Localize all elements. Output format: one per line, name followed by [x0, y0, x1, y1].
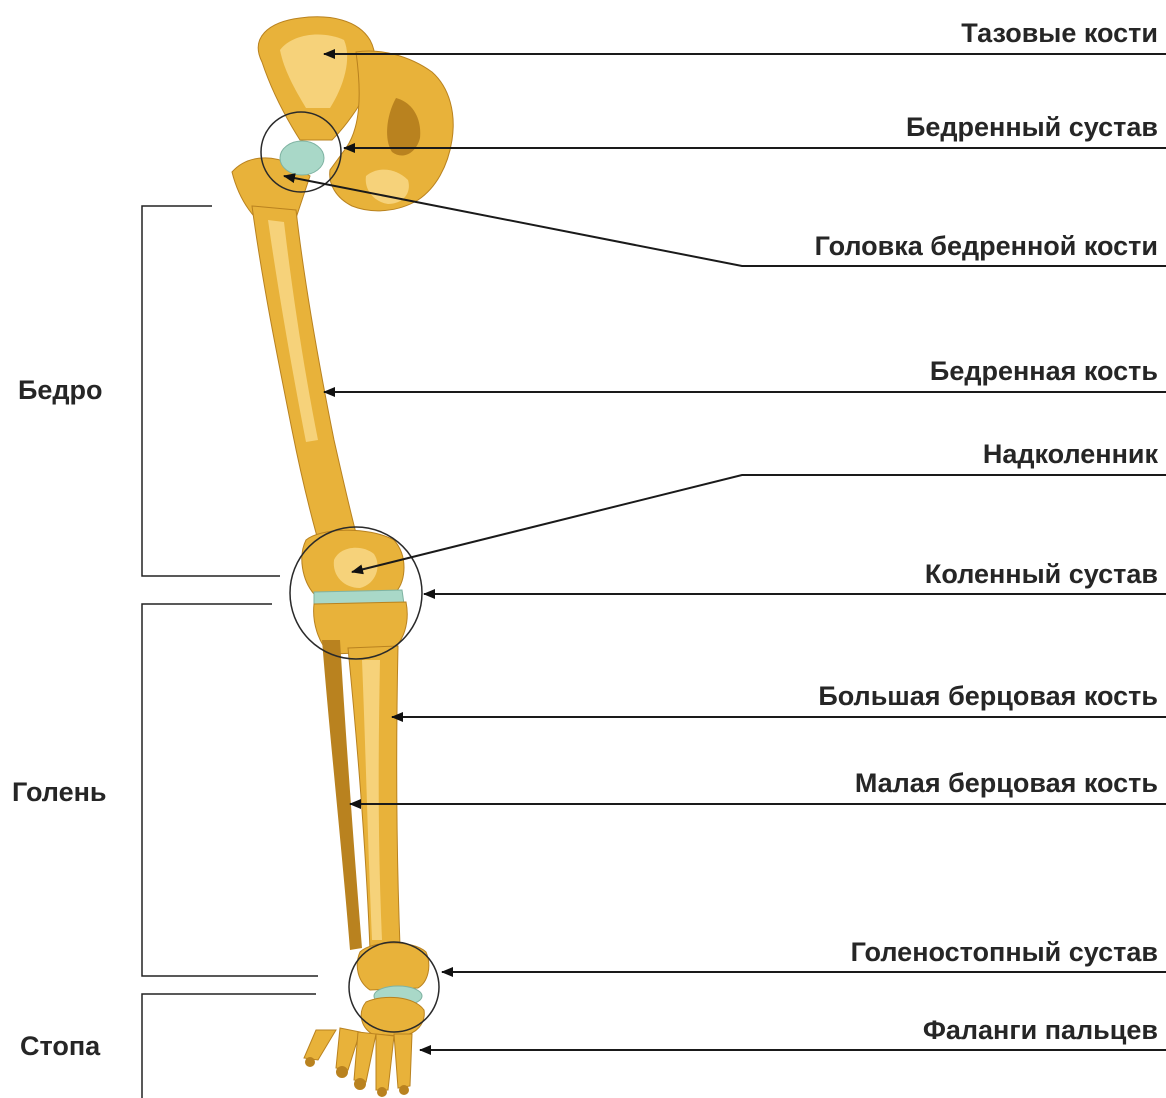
phalanges-label: Фаланги пальцев — [923, 1015, 1158, 1045]
femoral-head-label: Головка бедренной кости — [815, 231, 1158, 261]
fibula-label: Малая берцовая кость — [855, 768, 1158, 798]
foot-bracket — [142, 994, 316, 1098]
femur-bone — [232, 158, 404, 594]
shin-region-label: Голень — [12, 777, 107, 807]
foot-region-label: Стопа — [20, 1031, 101, 1061]
femur-label: Бедренная кость — [930, 356, 1158, 386]
thigh-bracket — [142, 206, 280, 576]
shin-bracket — [142, 604, 318, 976]
foot-bones — [304, 997, 424, 1097]
tibia-label: Большая берцовая кость — [818, 681, 1158, 711]
femoral-head-cartilage — [280, 141, 324, 175]
thigh-region-label: Бедро — [18, 375, 103, 405]
ankle-joint-label: Голеностопный сустав — [851, 937, 1158, 967]
knee-joint-label: Коленный сустав — [925, 559, 1158, 589]
kneecap-callout-line — [352, 475, 1166, 572]
pelvis-label: Тазовые кости — [961, 18, 1158, 48]
hip-joint-label: Бедренный сустав — [906, 112, 1158, 142]
bone-illustration — [232, 17, 453, 1097]
kneecap-label: Надколенник — [983, 439, 1159, 469]
